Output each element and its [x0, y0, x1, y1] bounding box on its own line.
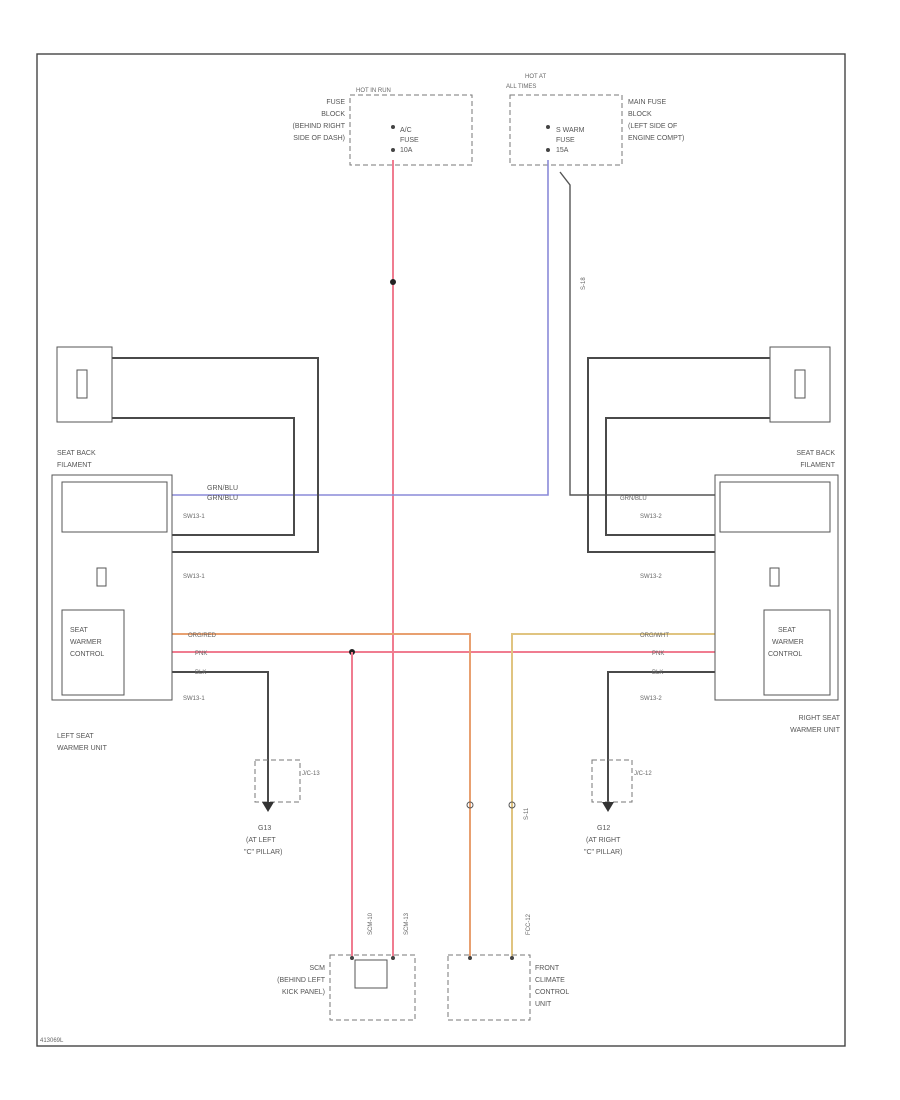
svg-text:PNK: PNK [195, 651, 207, 657]
svg-text:HOT IN RUN: HOT IN RUN [356, 88, 391, 94]
diagram-frame [36, 53, 846, 1047]
svg-text:GRN/BLU: GRN/BLU [207, 495, 238, 502]
ground-right: J/C-12 G12 (AT RIGHT "C" PILLAR) [584, 759, 652, 856]
svg-text:SCM-10: SCM-10 [368, 912, 374, 935]
svg-text:ORG/RED: ORG/RED [188, 633, 217, 639]
right-seat-filament: SEAT BACK FILAMENT [769, 346, 836, 469]
svg-text:CONTROL: CONTROL [535, 989, 569, 996]
svg-text:SIDE OF DASH): SIDE OF DASH) [293, 135, 345, 142]
wire-blk-right-1 [587, 357, 770, 553]
svg-text:UNIT: UNIT [535, 1001, 552, 1008]
svg-text:SEAT: SEAT [778, 627, 796, 634]
svg-text:ALL TIMES: ALL TIMES [506, 84, 536, 90]
svg-text:BLOCK: BLOCK [321, 111, 345, 118]
scm-module: SCM (BEHIND LEFT KICK PANEL) SCM-10 SCM-… [277, 912, 416, 1021]
wire-blk-left-2 [112, 417, 295, 536]
svg-text:SW13-2: SW13-2 [640, 574, 662, 580]
svg-text:KICK PANEL): KICK PANEL) [282, 989, 325, 996]
svg-text:"C" PILLAR): "C" PILLAR) [584, 849, 622, 856]
svg-text:(BEHIND RIGHT: (BEHIND RIGHT [293, 123, 346, 130]
svg-text:SEAT BACK: SEAT BACK [796, 450, 835, 457]
svg-text:FRONT: FRONT [535, 965, 560, 972]
svg-text:SEAT: SEAT [70, 627, 88, 634]
svg-text:LEFT SEAT: LEFT SEAT [57, 733, 94, 740]
svg-text:S-11: S-11 [524, 807, 530, 820]
svg-text:"C" PILLAR): "C" PILLAR) [244, 849, 282, 856]
svg-text:FUSE: FUSE [400, 137, 419, 144]
svg-text:SW13-2: SW13-2 [640, 696, 662, 702]
svg-text:S-18: S-18 [581, 277, 587, 290]
svg-text:FILAMENT: FILAMENT [800, 462, 835, 469]
wire-org-right [511, 633, 715, 960]
svg-text:FUSE: FUSE [556, 137, 575, 144]
svg-text:CONTROL: CONTROL [768, 651, 802, 658]
svg-text:G12: G12 [597, 825, 610, 832]
svg-text:G13: G13 [258, 825, 271, 832]
svg-text:J/C-13: J/C-13 [302, 771, 320, 777]
front-climate-control-unit: FRONT CLIMATE CONTROL UNIT FCC-12 [447, 913, 569, 1021]
svg-text:WARMER UNIT: WARMER UNIT [57, 745, 108, 752]
wire-blue [172, 160, 549, 496]
svg-text:GRN/BLU: GRN/BLU [207, 485, 238, 492]
svg-text:WARMER: WARMER [70, 639, 102, 646]
svg-text:HOT AT: HOT AT [525, 74, 546, 80]
svg-text:PNK: PNK [652, 651, 664, 657]
svg-text:SCM: SCM [309, 965, 325, 972]
svg-text:10A: 10A [400, 147, 413, 154]
svg-text:(AT RIGHT: (AT RIGHT [586, 837, 621, 844]
svg-text:SW13-1: SW13-1 [183, 514, 205, 520]
svg-text:SEAT BACK: SEAT BACK [57, 450, 96, 457]
wire-org-left [172, 633, 471, 960]
svg-text:CONTROL: CONTROL [70, 651, 104, 658]
svg-text:GRN/BLU: GRN/BLU [620, 496, 647, 502]
svg-text:SW13-1: SW13-1 [183, 574, 205, 580]
wire-blk-left-1 [112, 357, 319, 553]
svg-text:(LEFT SIDE OF: (LEFT SIDE OF [628, 123, 677, 130]
fuse-block-left: HOT IN RUN FUSE BLOCK (BEHIND RIGHT SIDE… [293, 88, 473, 166]
svg-text:(BEHIND LEFT: (BEHIND LEFT [277, 977, 326, 984]
wire-brn-right [559, 171, 715, 496]
svg-text:RIGHT SEAT: RIGHT SEAT [799, 715, 841, 722]
svg-text:SCM-13: SCM-13 [404, 912, 410, 935]
svg-text:SW13-1: SW13-1 [183, 696, 205, 702]
right-seat-warmer-unit: SEAT WARMER CONTROL GRN/BLU SW13-2 SW13-… [620, 474, 841, 734]
fuse-block-right: HOT AT ALL TIMES MAIN FUSE BLOCK (LEFT S… [506, 74, 684, 166]
svg-text:S WARM: S WARM [556, 127, 585, 134]
svg-text:BLK: BLK [195, 670, 206, 676]
svg-text:BLK: BLK [652, 670, 663, 676]
svg-text:FCC-12: FCC-12 [526, 913, 532, 935]
wire-gnd-left [172, 671, 269, 802]
svg-text:A/C: A/C [400, 127, 412, 134]
svg-text:FILAMENT: FILAMENT [57, 462, 92, 469]
svg-text:BLOCK: BLOCK [628, 111, 652, 118]
svg-text:J/C-12: J/C-12 [634, 771, 652, 777]
svg-text:WARMER UNIT: WARMER UNIT [790, 727, 841, 734]
svg-text:ORG/WHT: ORG/WHT [640, 633, 669, 639]
svg-text:MAIN FUSE: MAIN FUSE [628, 99, 666, 106]
wire-blk-right-2 [605, 417, 770, 536]
left-seat-filament: SEAT BACK FILAMENT [56, 346, 113, 469]
svg-text:WARMER: WARMER [772, 639, 804, 646]
left-seat-warmer-unit: SEAT WARMER CONTROL GRN/BLU GRN/BLU SW13… [51, 474, 238, 752]
svg-text:FUSE: FUSE [326, 99, 345, 106]
svg-text:ENGINE COMPT): ENGINE COMPT) [628, 135, 684, 142]
diagram-id: 413069L [40, 1038, 64, 1044]
wire-gnd-right [607, 671, 715, 802]
svg-text:15A: 15A [556, 147, 569, 154]
svg-text:CLIMATE: CLIMATE [535, 977, 565, 984]
svg-text:SW13-2: SW13-2 [640, 514, 662, 520]
svg-text:(AT LEFT: (AT LEFT [246, 837, 276, 844]
ground-left: J/C-13 G13 (AT LEFT "C" PILLAR) [244, 759, 320, 856]
